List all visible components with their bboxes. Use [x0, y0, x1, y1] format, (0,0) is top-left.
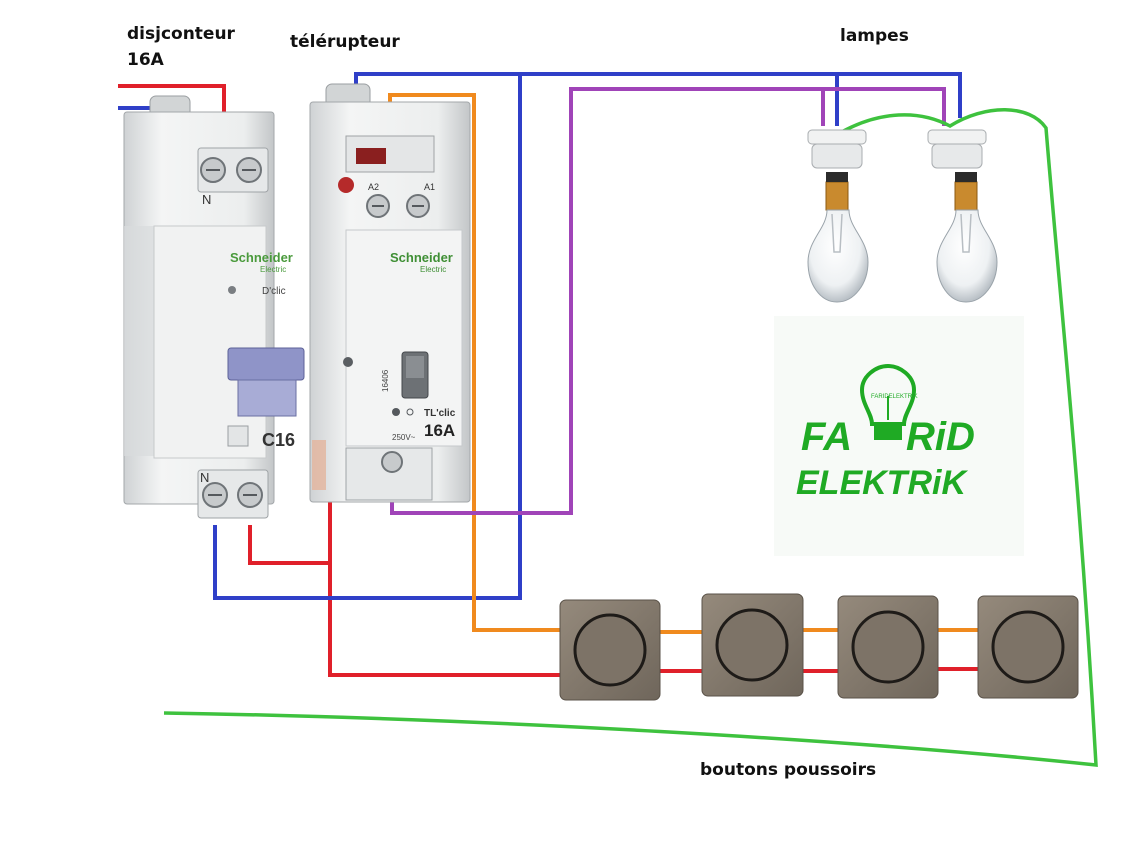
relay-a1-label: A1: [424, 182, 435, 192]
breaker-n-top-label: N: [202, 192, 211, 207]
lamp-1: [807, 129, 869, 303]
relay-brand: Schneider: [390, 250, 453, 265]
push-button-2: [701, 593, 804, 697]
phase-wire-to-buttons: [328, 563, 560, 677]
relay-indicator: [356, 148, 386, 164]
push-button-3: [837, 595, 939, 699]
neutral-wire-breaker-out: [213, 74, 522, 600]
earth-wire: [163, 108, 1098, 767]
breaker-label-line2: 16A: [127, 50, 164, 70]
lamp-2: [927, 129, 998, 303]
logo-line1-right: RiD: [906, 415, 975, 459]
watermark-logo: FARIDELEKTRIK FA RiD ELEKTRiK: [774, 316, 1024, 556]
buttons-label: boutons poussoirs: [700, 760, 877, 780]
logo-line1-left: FA: [801, 415, 852, 459]
push-button-1: [559, 599, 661, 701]
logo-bulb-icon: FARIDELEKTRIK: [859, 363, 918, 440]
breaker-brand: Schneider: [230, 250, 293, 265]
relay-a2-label: A2: [368, 182, 379, 192]
breaker: N Schneider Electric D'clic C16 N: [123, 95, 305, 519]
relay-rating: 16A: [424, 421, 455, 440]
breaker-toggle: [227, 347, 305, 381]
phase-wire-breaker-out: [248, 525, 330, 565]
relay-terminal-out: [381, 451, 403, 473]
logo-bulb-text: FARIDELEKTRIK: [871, 394, 918, 400]
push-button-4: [977, 595, 1079, 699]
remote-switch-relay: A2 A1 Schneider Electric 16406 TL'clic 1…: [309, 83, 471, 503]
breaker-brand-sub: Electric: [260, 265, 286, 274]
push-buttons: [559, 593, 1079, 701]
relay-model: TL'clic: [424, 408, 456, 419]
lamp-wire-purple: [390, 87, 946, 515]
breaker-n-bottom-label: N: [200, 470, 209, 485]
breaker-rating: C16: [262, 430, 295, 450]
lamps-label: lampes: [840, 26, 909, 46]
breaker-model: D'clic: [262, 286, 286, 297]
relay-ref: 16406: [381, 369, 390, 392]
relay-label: télérupteur: [290, 32, 400, 52]
breaker-label-line1: disjconteur: [127, 24, 235, 44]
relay-voltage: 250V~: [392, 433, 416, 442]
relay-brand-sub: Electric: [420, 265, 446, 274]
logo-line2: ELEKTRiK: [796, 464, 968, 502]
